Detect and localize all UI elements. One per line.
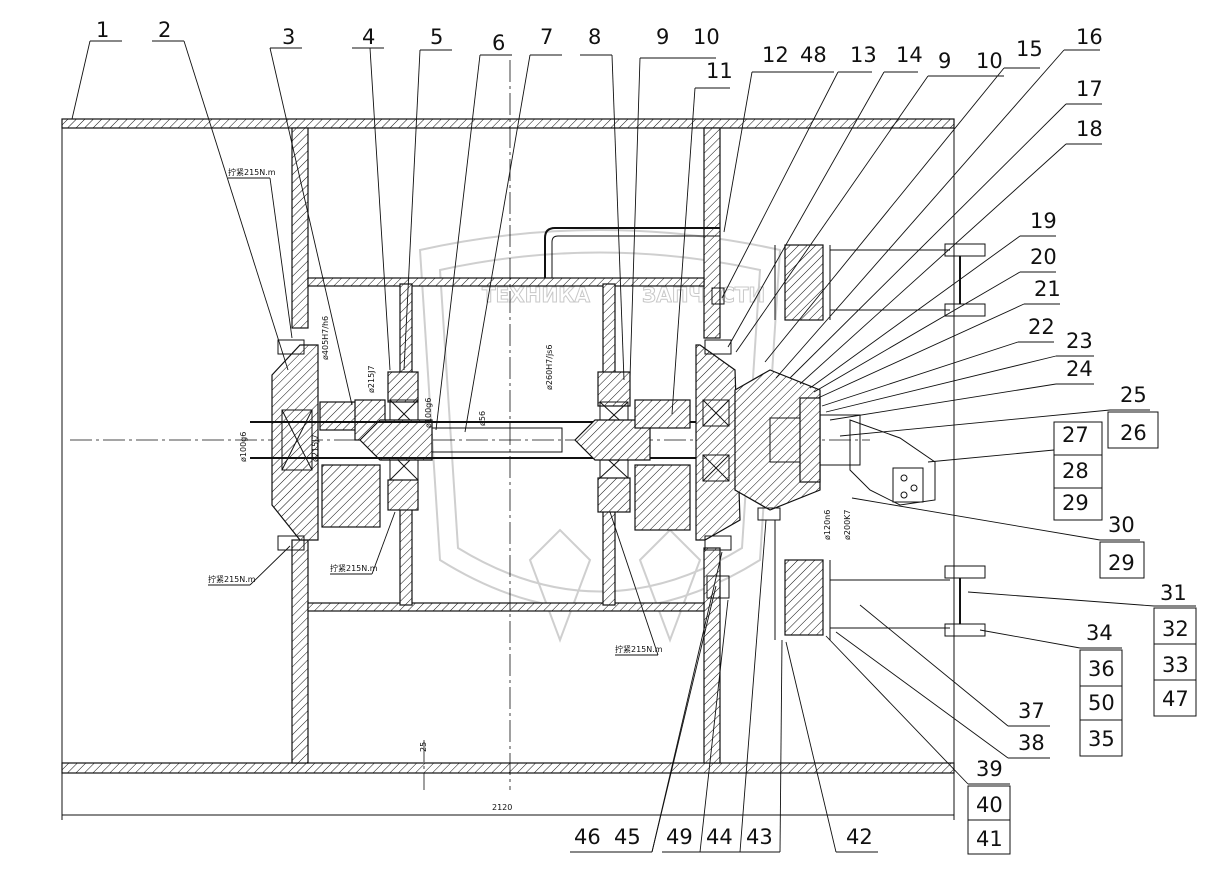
- callout-right: 29: [1108, 551, 1135, 575]
- watermark-left-word: ТЕХНИКА: [482, 283, 591, 307]
- callout-right: 18: [1076, 117, 1103, 141]
- callout-top: 7: [540, 25, 553, 49]
- callout-bottom: 44: [706, 825, 733, 849]
- callout-top: 12: [762, 43, 789, 67]
- torque-note-bottom-mid: 拧紧215N.m: [330, 563, 378, 573]
- callouts-right: 17 18 19 20 21 22 23 24 25 26 27 28 29 3…: [789, 77, 1197, 855]
- callout-top: 2: [158, 18, 171, 42]
- middle-bearing-right: [574, 371, 691, 531]
- callout-right: 37: [1018, 699, 1045, 723]
- callouts-top: 1 2 3 4 5 6 7 8 9 10 11 12 48 13 14 9 10…: [71, 18, 1103, 433]
- dim-shaft-left: ø100g6: [239, 432, 248, 462]
- callout-bottom: 45: [614, 825, 641, 849]
- callout-top: 6: [492, 31, 505, 55]
- callout-top: 15: [1016, 37, 1043, 61]
- callout-right: 50: [1088, 691, 1115, 715]
- callout-top: 13: [850, 43, 877, 67]
- callout-right: 33: [1162, 653, 1189, 677]
- top-plate: [61, 118, 955, 129]
- right-wall: [703, 127, 721, 339]
- callout-right: 47: [1162, 687, 1189, 711]
- callout-right: 36: [1088, 657, 1115, 681]
- dim-bore-left: ø405H7/h6: [321, 316, 330, 360]
- dimensions: 2120 25 ø405H7/h6 ø215J7 ø100g6 ø215J7 ø…: [61, 316, 955, 820]
- callout-right: 41: [976, 827, 1003, 851]
- dim-bearing-left: ø215J7: [367, 365, 376, 393]
- frame: [61, 118, 955, 774]
- torque-note-bottom-center: 拧紧215N.m: [615, 644, 663, 654]
- callout-right: 39: [976, 757, 1003, 781]
- callout-right: 35: [1088, 727, 1115, 751]
- dim-shaft-mid: ø100g6: [424, 398, 433, 428]
- callout-bottom: 42: [846, 825, 873, 849]
- callout-right: 32: [1162, 617, 1189, 641]
- callout-right: 23: [1066, 329, 1093, 353]
- callout-right: 27: [1062, 423, 1089, 447]
- callout-right: 22: [1028, 315, 1055, 339]
- dim-shaft-center: ø56: [478, 411, 487, 426]
- callout-right: 25: [1120, 383, 1147, 407]
- callout-top: 3: [282, 25, 295, 49]
- dim-bore-right: ø260H7/js6: [545, 345, 554, 390]
- callout-right: 30: [1108, 513, 1135, 537]
- callout-right: 21: [1034, 277, 1061, 301]
- callout-top: 9: [938, 49, 951, 73]
- torque-notes: 拧紧215N.m 拧紧215N.m 拧紧215N.m 拧紧215N.m: [208, 167, 663, 656]
- left-bearing-housing: [271, 339, 386, 551]
- callout-bottom: 43: [746, 825, 773, 849]
- callout-right: 19: [1030, 209, 1057, 233]
- callout-right: 28: [1062, 459, 1089, 483]
- callout-right: 24: [1066, 357, 1093, 381]
- callout-right: 29: [1062, 491, 1089, 515]
- callout-top: 11: [706, 59, 733, 83]
- dim-coupling: ø120n6: [823, 510, 832, 540]
- motor-coupling: [734, 369, 936, 511]
- callouts-bottom: 46 45 49 44 43 42: [570, 519, 878, 853]
- callout-top: 16: [1076, 25, 1103, 49]
- dim-overall-length: 2120: [492, 803, 512, 812]
- callout-top: 1: [96, 18, 109, 42]
- callout-top: 48: [800, 43, 827, 67]
- callout-right: 34: [1086, 621, 1113, 645]
- hydraulic-pipe: [544, 227, 725, 305]
- callout-bottom: 46: [574, 825, 601, 849]
- callout-top: 10: [976, 49, 1003, 73]
- callout-right: 31: [1160, 581, 1187, 605]
- dim-offset: 25: [419, 742, 428, 752]
- callout-top: 8: [588, 25, 601, 49]
- callout-right: 40: [976, 793, 1003, 817]
- rubber-mount-bottom: [757, 507, 986, 640]
- torque-note-bottom-left: 拧紧215N.m: [208, 574, 256, 584]
- dim-flange: ø200K7: [843, 510, 852, 541]
- right-bearing-housing: [695, 339, 741, 599]
- rubber-mount-top: [774, 243, 986, 321]
- callout-top: 10: [693, 25, 720, 49]
- callout-top: 14: [896, 43, 923, 67]
- callout-top: 4: [362, 25, 375, 49]
- callout-right: 17: [1076, 77, 1103, 101]
- callout-top: 9: [656, 25, 669, 49]
- callout-right: 26: [1120, 421, 1147, 445]
- bottom-plate: [61, 762, 955, 774]
- dim-shaft-left-inner: ø215J7: [311, 434, 320, 462]
- callout-right: 38: [1018, 731, 1045, 755]
- left-wall: [291, 127, 309, 329]
- callout-right: 20: [1030, 245, 1057, 269]
- callout-top: 5: [430, 25, 443, 49]
- callout-bottom: 49: [666, 825, 693, 849]
- torque-note-top-left: 拧紧215N.m: [228, 167, 276, 177]
